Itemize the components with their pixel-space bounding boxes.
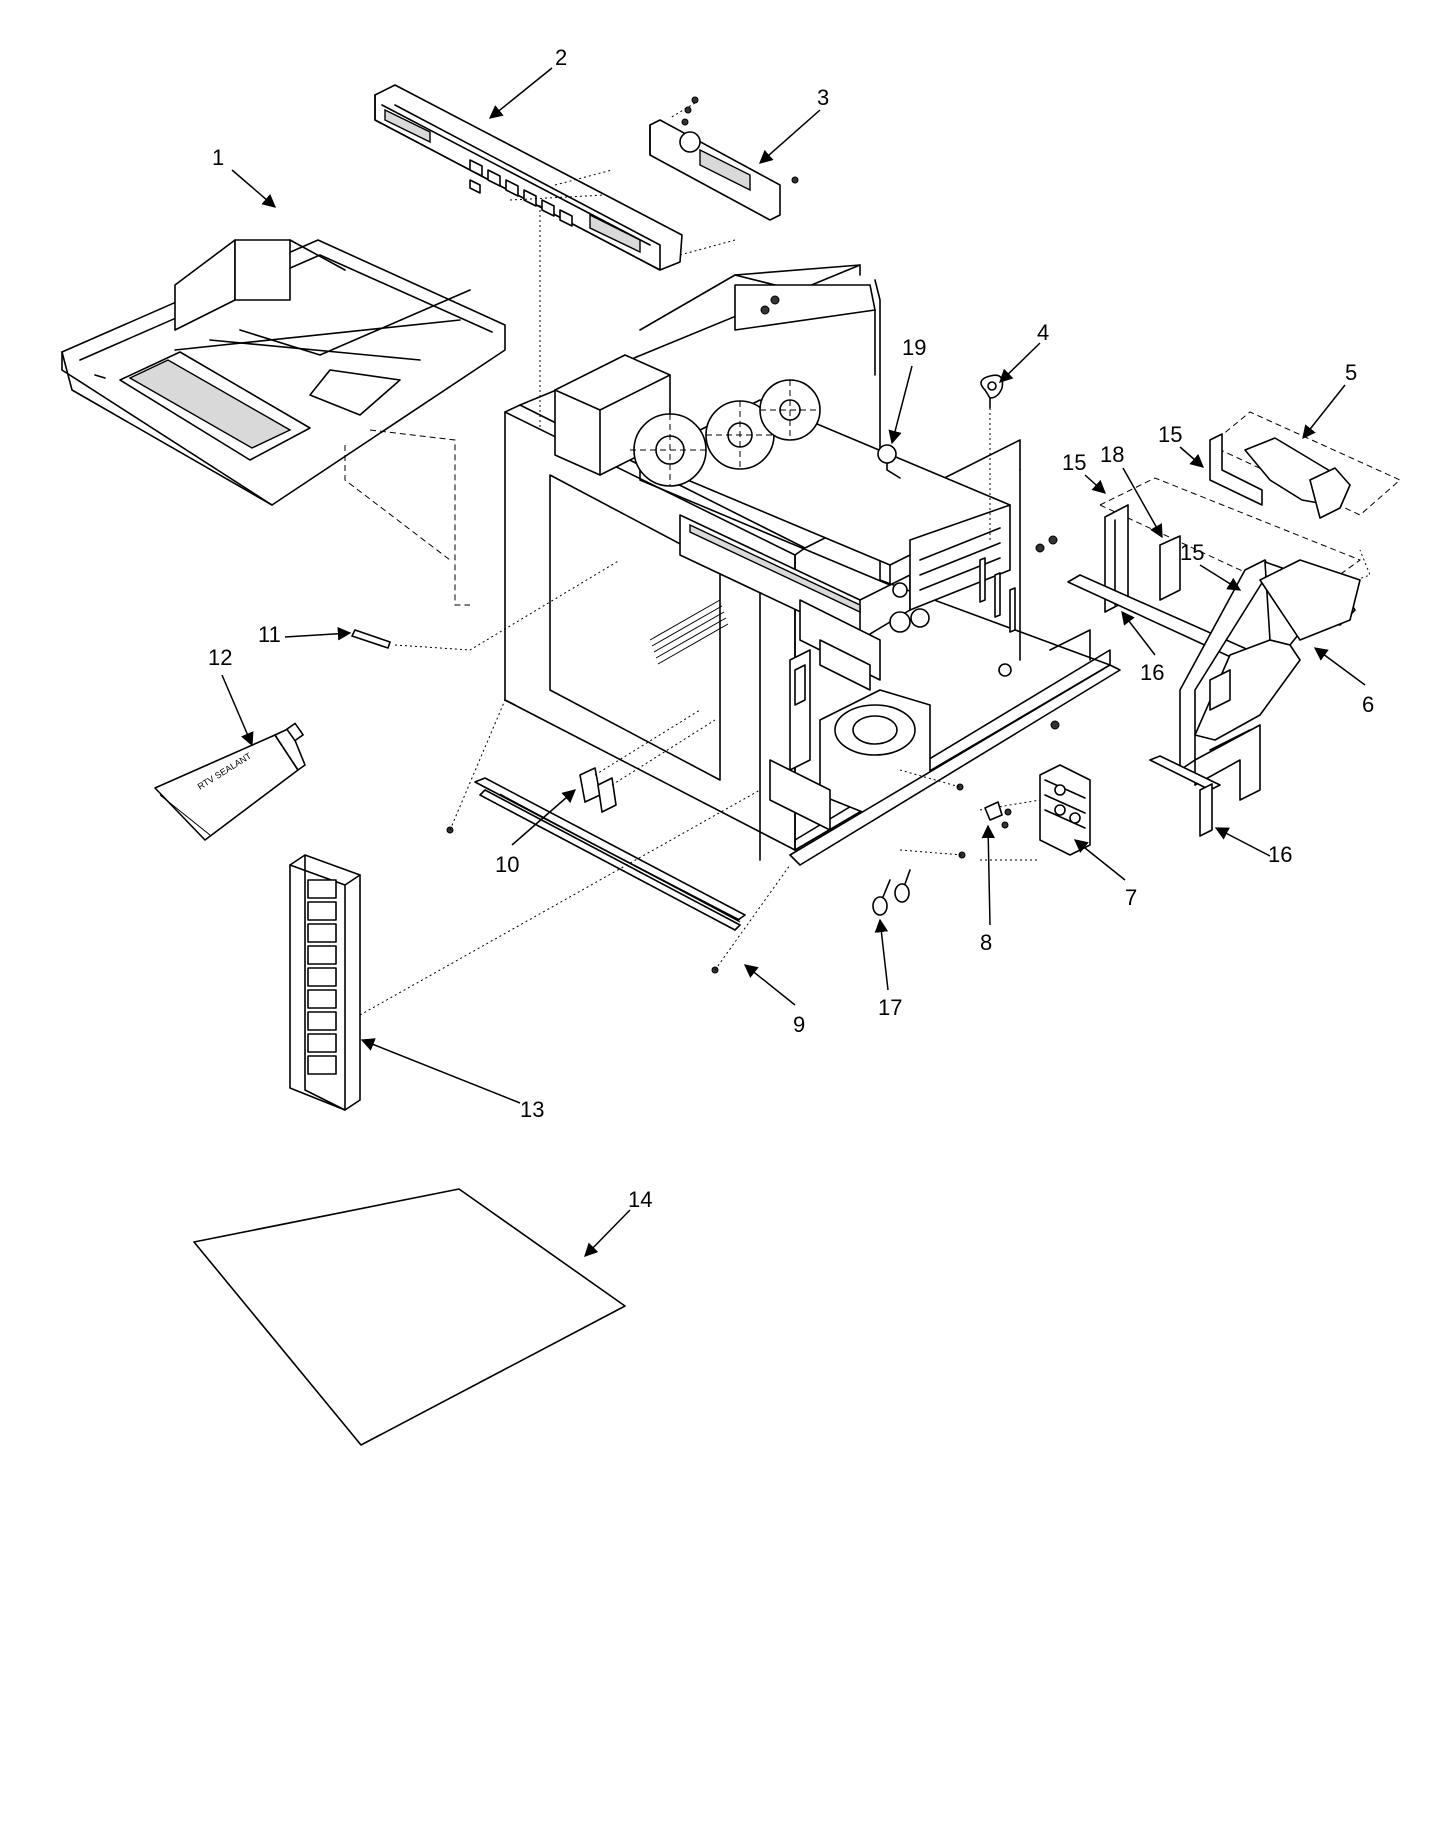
callout-16-b: 16 (1268, 842, 1292, 867)
callout-2: 2 (555, 45, 567, 70)
callout-15-b: 15 (1062, 450, 1086, 475)
part-17-wire-loops (872, 869, 911, 916)
part-1-top-cover (61, 239, 506, 606)
part-14-sheet (193, 1188, 626, 1446)
part-10-spacers (579, 709, 716, 813)
part-9-grille (446, 699, 791, 974)
part-15-16-18-duct-pieces (1067, 411, 1401, 837)
part-6-air-duct (1259, 559, 1361, 641)
part-3-bracket-board (649, 96, 799, 221)
callout-18: 18 (1100, 442, 1124, 467)
part-13-keypad (289, 789, 761, 1111)
callout-5: 5 (1345, 360, 1357, 385)
callout-11: 11 (258, 622, 281, 647)
part-11-pin (351, 559, 621, 651)
part-19-ring (877, 444, 901, 479)
callout-13: 13 (520, 1097, 544, 1122)
callout-16-a: 16 (1140, 660, 1164, 685)
callout-1: 1 (212, 145, 224, 170)
callout-4: 4 (1037, 320, 1049, 345)
callout-9: 9 (793, 1012, 805, 1037)
callout-3: 3 (817, 85, 829, 110)
callout-12: 12 (208, 645, 232, 670)
callout-15-a: 15 (1158, 422, 1182, 447)
callout-10: 10 (495, 852, 519, 877)
callout-19: 19 (902, 335, 926, 360)
callout-8: 8 (980, 930, 992, 955)
leader-arrows (221, 67, 1366, 1257)
part-12-sealant-tube: RTV SEALANT (154, 722, 306, 841)
callout-17: 17 (878, 995, 902, 1020)
part-8-switch (899, 769, 1012, 859)
callout-14: 14 (628, 1187, 652, 1212)
part-2-control-panel (374, 84, 736, 550)
callout-15-c: 15 (1180, 540, 1204, 565)
main-chassis (504, 264, 1121, 866)
callout-7: 7 (1125, 885, 1137, 910)
callout-labels: 1 2 3 4 5 6 7 8 9 10 11 12 13 14 15 15 1… (208, 45, 1374, 1212)
callout-6: 6 (1362, 692, 1374, 717)
